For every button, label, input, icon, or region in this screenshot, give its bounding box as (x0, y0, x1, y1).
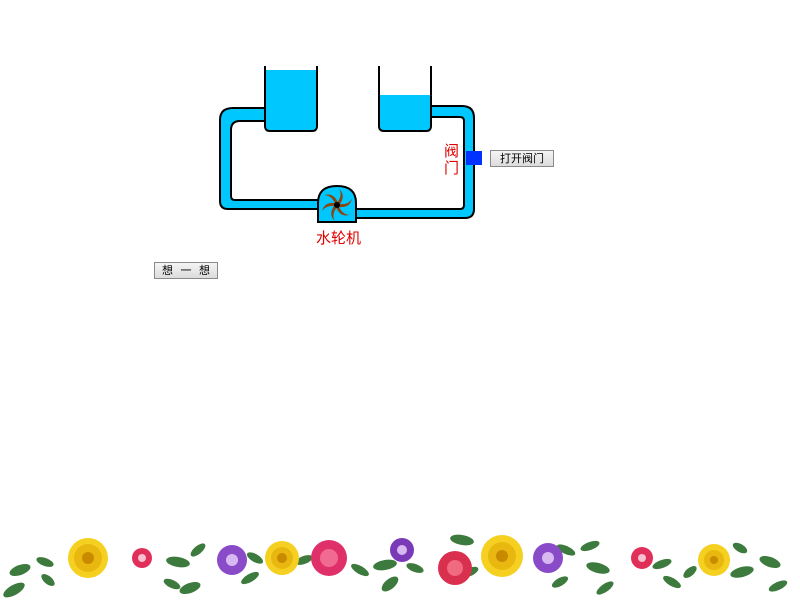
right-tank (378, 66, 432, 132)
open-valve-button[interactable]: 打开阀门 (490, 150, 554, 167)
yellow-chrysanthemum (68, 538, 108, 578)
pink-rose (311, 540, 347, 576)
pink-rose (438, 551, 472, 585)
think-button[interactable]: 想 一 想 (154, 262, 218, 279)
turbine-wheel (322, 189, 352, 221)
purple-pansy (390, 538, 414, 562)
flower-garland-border (3, 534, 788, 598)
purple-pansy (533, 543, 563, 573)
valve-label: 阀门 (444, 142, 460, 177)
pink-flower (132, 548, 152, 568)
pink-flower (631, 547, 653, 569)
water-pipe (219, 107, 321, 210)
valve[interactable] (466, 151, 482, 165)
garland-leaves (3, 534, 788, 598)
left-tank-water (266, 70, 316, 131)
turbine-label: 水轮机 (316, 229, 362, 247)
right-tank-water (380, 95, 430, 131)
yellow-chrysanthemum (698, 544, 730, 576)
purple-pansy (217, 545, 247, 575)
water-turbine-diagram (219, 66, 482, 223)
left-tank (264, 66, 318, 132)
yellow-chrysanthemum (481, 535, 523, 577)
yellow-chrysanthemum (265, 541, 299, 575)
